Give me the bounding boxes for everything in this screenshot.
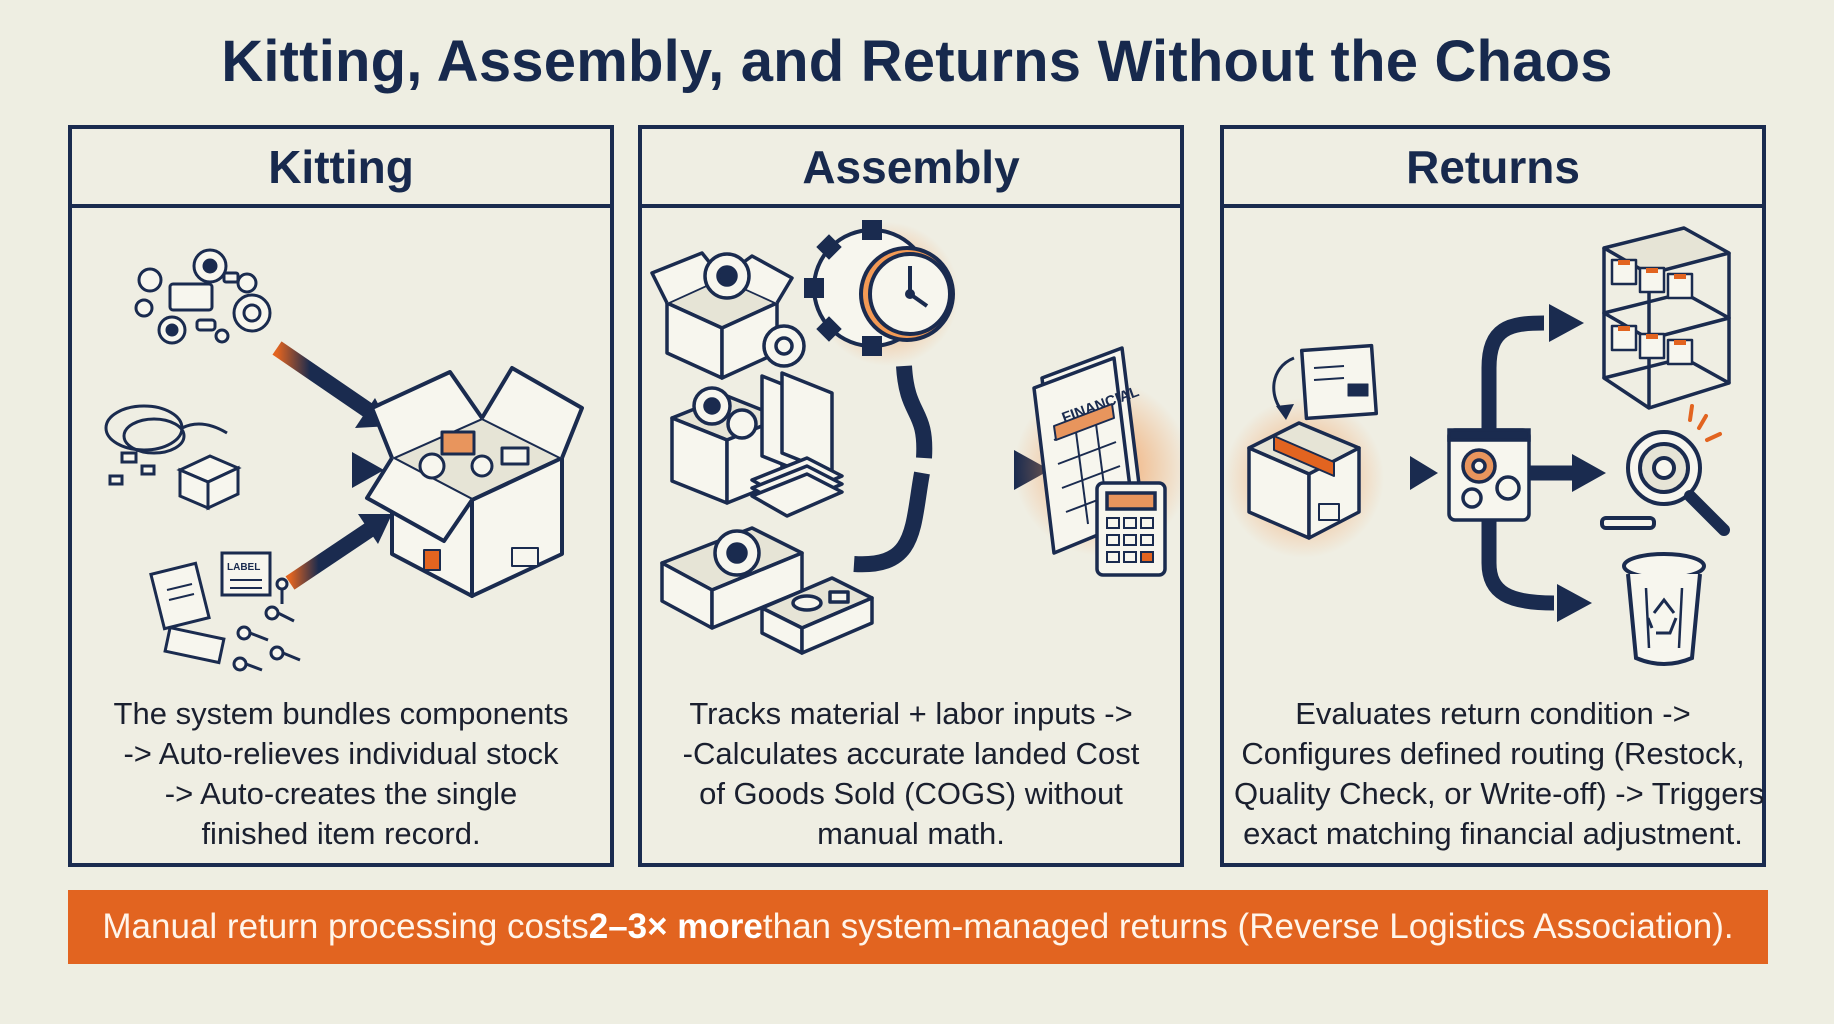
assembly-description-line: -Calculates accurate landed Cost — [682, 736, 1140, 771]
returns-description-line: Configures defined routing (Restock, — [1241, 736, 1745, 771]
returns-description-line: Evaluates return condition -> — [1295, 696, 1691, 731]
assembly-illustration: FINANCIAL — [650, 220, 1180, 655]
returns-illustration — [1224, 226, 1731, 666]
returns-intake-arrow — [1364, 456, 1438, 490]
recycle-bin-icon — [1622, 552, 1706, 666]
statistic-text-after: than system-managed returns (Reverse Log… — [762, 907, 1734, 946]
kitting-description-line: finished item record. — [201, 816, 481, 851]
returns-panel-title: Returns — [1224, 129, 1762, 208]
assembly-panel-title: Assembly — [642, 129, 1180, 208]
gear-clock-icon — [804, 220, 959, 366]
statistic-emphasis: 2–3× more — [588, 907, 763, 946]
return-package-icon — [1224, 343, 1384, 558]
returns-description-line: exact matching financial adjustment. — [1243, 816, 1743, 851]
kitting-panel: Kitting — [68, 125, 614, 867]
returns-arrowheads — [1549, 304, 1606, 622]
inspection-magnifier-icon — [1600, 404, 1730, 536]
returns-description: Evaluates return condition -> Configures… — [1234, 694, 1765, 854]
assembly-description: Tracks material + labor inputs -> -Calcu… — [652, 694, 1170, 854]
statistic-banner: Manual return processing costs 2–3× more… — [68, 890, 1768, 964]
label-tag-text: LABEL — [227, 562, 260, 573]
kitting-description-line: -> Auto-relieves individual stock — [123, 736, 559, 771]
kitting-panel-title: Kitting — [72, 129, 610, 208]
page-title: Kitting, Assembly, and Returns Without t… — [221, 29, 1613, 94]
returns-description-line: Quality Check, or Write-off) -> Triggers — [1234, 776, 1765, 811]
kitting-arrows — [247, 341, 392, 590]
returns-routing-arrows — [1481, 315, 1574, 611]
processing-unit-icon — [1447, 428, 1531, 522]
kit-box-icon — [365, 366, 584, 598]
gears-and-parts-icon — [134, 248, 272, 345]
kitting-description: The system bundles components -> Auto-re… — [82, 694, 600, 854]
materials-icon — [670, 371, 844, 518]
assembly-description-line: Tracks material + labor inputs -> — [689, 696, 1133, 731]
assembly-description-line: of Goods Sold (COGS) without — [699, 776, 1123, 811]
labels-and-screws-icon: LABEL — [149, 551, 301, 672]
kitting-illustration: LABEL — [104, 248, 584, 672]
cables-icon — [104, 404, 242, 511]
assembly-flow-arrows — [852, 365, 1050, 573]
statistic-text-before: Manual return processing costs — [102, 907, 589, 946]
calculator-icon — [1095, 481, 1167, 577]
kitting-description-line: -> Auto-creates the single — [164, 776, 518, 811]
warehouse-shelf-icon — [1602, 226, 1731, 410]
assembly-description-line: manual math. — [817, 816, 1005, 851]
tray-icon — [660, 526, 874, 655]
kitting-description-line: The system bundles components — [113, 696, 569, 731]
returns-panel: Returns — [1220, 125, 1766, 867]
assembly-panel: Assembly — [638, 125, 1184, 867]
parts-box-icon — [650, 251, 806, 380]
